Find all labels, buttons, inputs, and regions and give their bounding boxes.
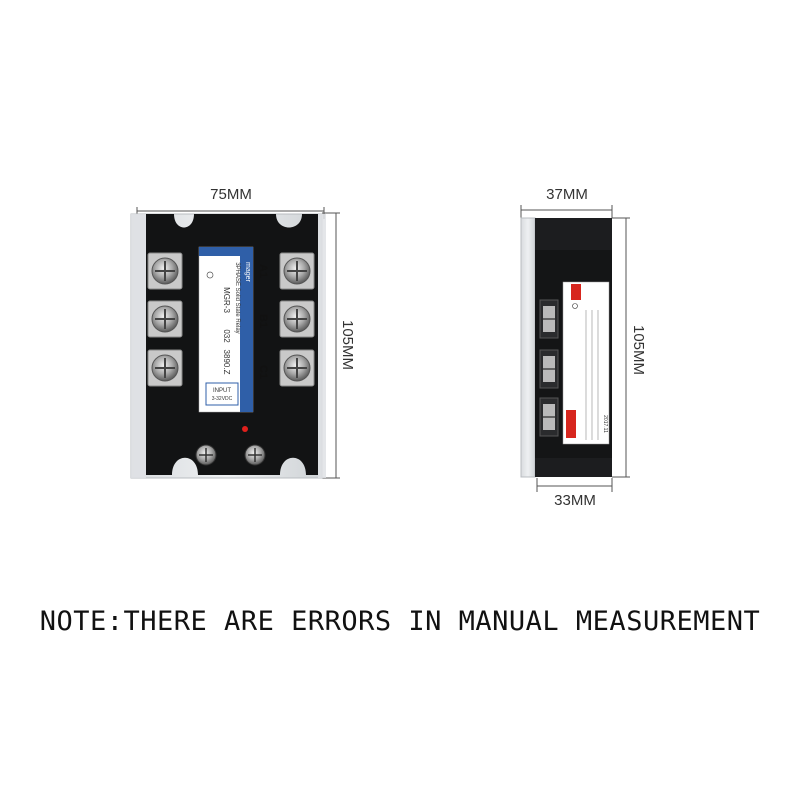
- front-product-label: mager 3PHASE Solid State Relay MGR-3 032…: [198, 246, 254, 413]
- measurement-note: NOTE:THERE ARE ERRORS IN MANUAL MEASUREM…: [39, 606, 761, 637]
- led-indicator-icon: [242, 426, 248, 432]
- front-right-tab: [318, 214, 326, 478]
- side-ce-mark-icon: [572, 303, 578, 309]
- side-terminal-3: [539, 397, 559, 437]
- side-clear-shell: [520, 217, 536, 478]
- model-code-b: 3890.Z: [222, 350, 231, 375]
- brand-logo: mager: [244, 262, 251, 283]
- side-top-cap: [535, 218, 612, 250]
- side-date: 2017.11: [602, 415, 608, 433]
- front-width-dimension: 75MM: [136, 186, 325, 219]
- model-code-a: 032: [222, 329, 231, 343]
- side-terminal-2: [539, 349, 559, 389]
- terminal-b2: [147, 300, 183, 338]
- terminal-label-a1: A1: [257, 264, 269, 278]
- terminal-a2: [147, 252, 183, 290]
- front-height-dimension: 105MM: [322, 212, 356, 479]
- model-number: MGR-3: [222, 287, 231, 313]
- terminal-b1: [279, 300, 315, 338]
- front-view: 75MM 105MM: [130, 186, 356, 479]
- terminal-c1: [279, 349, 315, 387]
- side-top-label: 37MM: [546, 186, 588, 203]
- side-top-dimension: 37MM: [520, 186, 613, 218]
- terminal-label-b1: B1: [257, 314, 269, 328]
- input-label: INPUT: [213, 388, 231, 394]
- terminal-label-c1: C1: [257, 365, 269, 379]
- side-view: 37MM 105MM 33MM: [520, 186, 647, 509]
- side-height-dimension: 105MM: [612, 217, 647, 478]
- terminal-c2: [147, 349, 183, 387]
- product-name: 3PHASE Solid State Relay: [234, 262, 240, 333]
- input-range: 3-32VDC: [212, 396, 233, 402]
- side-info-sticker: 2017.11: [562, 281, 610, 445]
- front-height-label: 105MM: [339, 320, 356, 370]
- side-height-label: 105MM: [630, 325, 647, 375]
- side-terminal-1: [539, 299, 559, 339]
- terminal-a1: [279, 252, 315, 290]
- side-bottom-cap: [535, 458, 612, 477]
- input-terminal-right: [244, 444, 266, 466]
- front-left-tab: [131, 214, 146, 478]
- input-terminal-left: [195, 444, 217, 466]
- side-bottom-label: 33MM: [554, 492, 596, 509]
- front-width-label: 75MM: [210, 186, 252, 203]
- ce-mark-icon: [206, 271, 214, 279]
- side-bottom-dimension: 33MM: [536, 478, 613, 509]
